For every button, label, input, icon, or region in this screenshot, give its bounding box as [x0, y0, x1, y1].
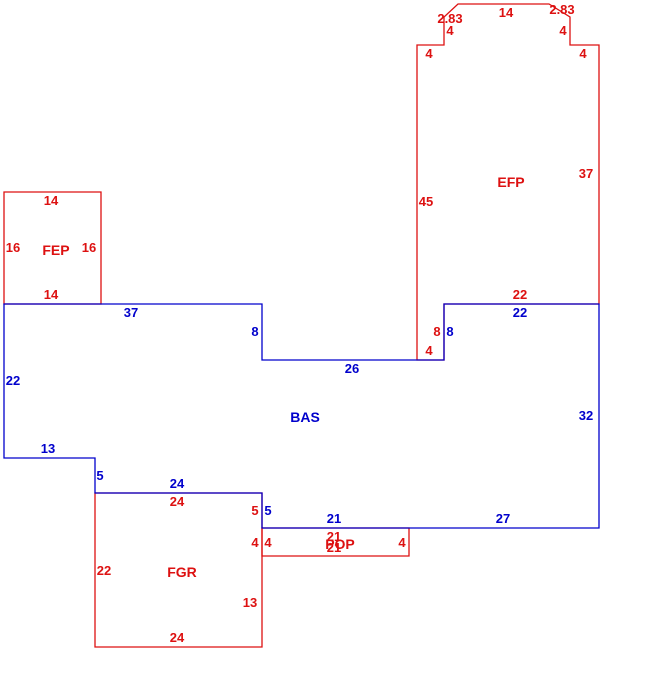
dim-fep-right: 16	[82, 240, 96, 255]
dim-efp-notch-bottom: 4	[425, 343, 433, 358]
dim-bas-notch-right: 8	[446, 324, 453, 339]
dim-fep-top: 14	[44, 193, 59, 208]
dim-bas-top-left: 37	[124, 305, 138, 320]
dim-fgr-left: 22	[97, 563, 111, 578]
dim-efp-step-left: 4	[425, 46, 433, 61]
dim-efp-chamfer-left: 2.83	[437, 11, 462, 26]
dim-bas-top-right: 22	[513, 305, 527, 320]
dim-pop-right: 4	[398, 535, 406, 550]
fgr-label: FGR	[167, 564, 197, 580]
dim-fgr-right-mid: 4	[251, 535, 259, 550]
fep-label: FEP	[42, 242, 69, 258]
dim-bas-fgr-left: 5	[96, 468, 103, 483]
pop-label: POP	[325, 536, 355, 552]
dim-efp-left: 45	[419, 194, 433, 209]
dim-efp-top: 14	[499, 5, 514, 20]
dim-efp-bottom: 22	[513, 287, 527, 302]
dim-efp-step-right: 4	[579, 46, 587, 61]
dim-efp-chamfer-right: 2.83	[549, 2, 574, 17]
bas-outline	[3, 303, 600, 529]
bas-label: BAS	[290, 409, 320, 425]
dim-pop-bottom: 21	[327, 540, 341, 555]
dim-fgr-right-low: 13	[243, 595, 257, 610]
dim-bas-fgr-top: 24	[170, 476, 185, 491]
dim-fgr-bottom: 24	[170, 630, 185, 645]
dim-efp-right: 37	[579, 166, 593, 181]
dim-efp-inner-right: 4	[559, 23, 567, 38]
dim-bas-pop-side: 21	[327, 511, 341, 526]
dim-pop-left: 4	[264, 535, 272, 550]
dim-bas-notch-bottom: 26	[345, 361, 359, 376]
dim-fgr-right-top: 5	[251, 503, 258, 518]
dim-efp-notch-side: 8	[433, 324, 440, 339]
dim-fep-left: 16	[6, 240, 20, 255]
dim-bas-left: 22	[6, 373, 20, 388]
dim-bas-step-down: 8	[251, 324, 258, 339]
dim-bas-bottom-right: 27	[496, 511, 510, 526]
dim-fgr-top: 24	[170, 494, 185, 509]
dim-bas-right: 32	[579, 408, 593, 423]
dim-pop-top: 21	[327, 529, 341, 544]
dim-bas-fgr-right: 5	[264, 503, 271, 518]
dim-fep-bottom: 14	[44, 287, 59, 302]
dim-bas-lower-left: 13	[41, 441, 55, 456]
dim-efp-inner-left: 4	[446, 23, 454, 38]
efp-label: EFP	[497, 174, 524, 190]
